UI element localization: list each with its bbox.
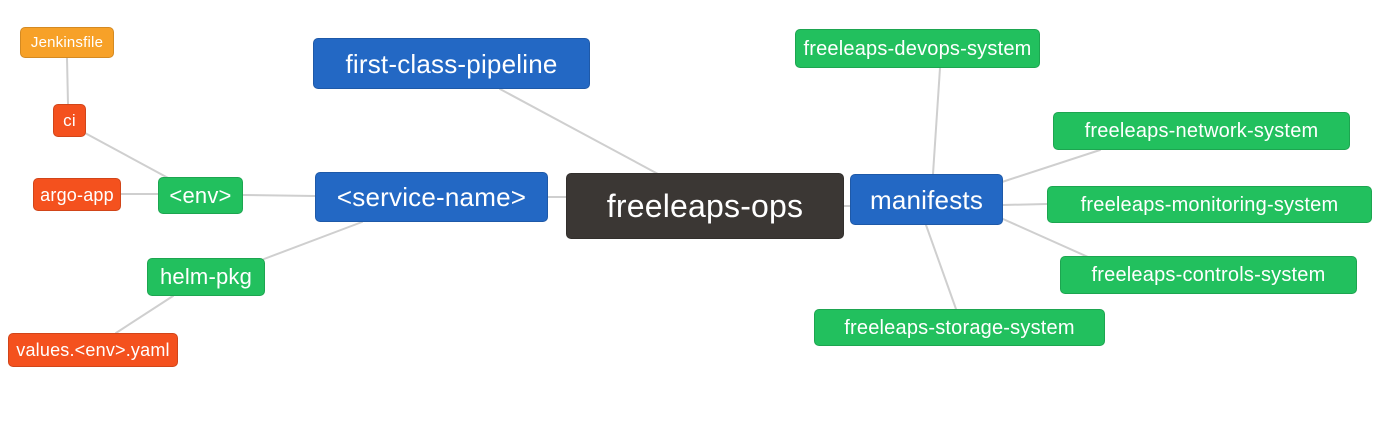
edge-manifests-to-freeleaps-controls-system (1002, 218, 1089, 258)
mindmap-node-freeleaps-network-system[interactable]: freeleaps-network-system (1053, 112, 1350, 150)
mindmap-node-first-class-pipeline[interactable]: first-class-pipeline (313, 38, 590, 89)
mindmap-node-argo-app[interactable]: argo-app (33, 178, 121, 211)
mindmap-node-freeleaps-controls-system[interactable]: freeleaps-controls-system (1060, 256, 1357, 294)
edge-helm-pkg-to-values-env-yaml (115, 295, 174, 334)
mindmap-node-env[interactable]: <env> (158, 177, 243, 214)
edge-manifests-to-freeleaps-network-system (1001, 149, 1101, 183)
mindmap-node-freeleaps-devops-system[interactable]: freeleaps-devops-system (795, 29, 1040, 68)
mindmap-node-ci[interactable]: ci (53, 104, 86, 137)
edge-ci-to-env (84, 132, 171, 180)
mindmap-node-manifests[interactable]: manifests (850, 174, 1003, 225)
mindmap-node-freeleaps-storage-system[interactable]: freeleaps-storage-system (814, 309, 1105, 346)
edge-manifests-to-freeleaps-devops-system (932, 67, 941, 175)
edge-service-name-to-helm-pkg (263, 221, 363, 260)
mindmap-node-helm-pkg[interactable]: helm-pkg (147, 258, 265, 296)
edge-jenkinsfile-to-ci (66, 57, 69, 105)
mindmap-node-service-name[interactable]: <service-name> (315, 172, 548, 222)
mindmap-node-freeleaps-monitoring-system[interactable]: freeleaps-monitoring-system (1047, 186, 1372, 223)
edge-first-class-pipeline-to-freeleaps-ops (499, 88, 659, 175)
mindmap-node-values-env-yaml[interactable]: values.<env>.yaml (8, 333, 178, 367)
mindmap-node-jenkinsfile[interactable]: Jenkinsfile (20, 27, 114, 58)
edge-env-to-service-name (242, 194, 316, 197)
edge-manifests-to-freeleaps-storage-system (925, 224, 957, 310)
edge-manifests-to-freeleaps-monitoring-system (1002, 203, 1048, 206)
mindmap-node-freeleaps-ops[interactable]: freeleaps-ops (566, 173, 844, 239)
